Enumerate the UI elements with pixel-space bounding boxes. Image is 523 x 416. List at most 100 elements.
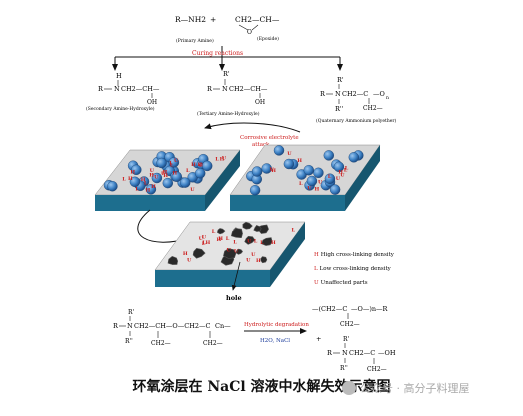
amine-formula: R—NH2 bbox=[175, 15, 206, 24]
density-marker: U bbox=[190, 187, 195, 193]
ter-r: R bbox=[207, 85, 213, 93]
ter-label: (Tertiary Amine-Hydroxyle) bbox=[197, 110, 260, 117]
density-marker: U bbox=[307, 185, 312, 191]
amine-label: (Primary Amine) bbox=[176, 37, 214, 44]
bottom-left-r: R bbox=[113, 322, 119, 330]
density-marker: U bbox=[222, 156, 227, 162]
bottom-right-plus: + bbox=[316, 335, 321, 343]
legend-key-unaffected: U bbox=[314, 280, 319, 286]
ter-oh: OH bbox=[255, 99, 265, 106]
epoxide-ring-left bbox=[238, 24, 249, 31]
legend-text-low: Low cross-linking density bbox=[320, 266, 392, 272]
product-secondary: H R N CH2—CH— OH (Secondary Amine-Hydrox… bbox=[86, 72, 160, 112]
density-marker: L bbox=[254, 239, 258, 245]
product-quaternary: R' R N CH2—C —O n R'' CH2— (Quaternary A… bbox=[316, 76, 397, 124]
plus-sign: + bbox=[210, 15, 216, 24]
quat-r1: R' bbox=[337, 76, 344, 84]
density-marker: U bbox=[202, 234, 207, 240]
bottom-left-r1: R' bbox=[128, 309, 135, 316]
density-marker: H bbox=[256, 258, 261, 264]
polymer-sphere bbox=[129, 176, 141, 188]
density-marker: L bbox=[212, 229, 216, 235]
density-marker: H bbox=[218, 236, 223, 242]
density-marker: U bbox=[199, 163, 204, 169]
watermark-text: 公众号 · 高分子料理屋 bbox=[360, 382, 470, 395]
density-marker: L bbox=[202, 241, 206, 247]
degradation-hole bbox=[223, 248, 237, 259]
density-marker: U bbox=[227, 247, 232, 253]
panel-left-side-face bbox=[205, 150, 240, 211]
degradation-hole bbox=[244, 235, 256, 245]
product-tertiary: R' R N CH2—CH— OH (Tertiary Amine-Hydrox… bbox=[197, 70, 268, 117]
density-marker: H bbox=[163, 173, 168, 179]
density-marker: U bbox=[199, 236, 204, 242]
polymer-sphere bbox=[313, 167, 324, 179]
polymer-sphere bbox=[194, 168, 206, 179]
sec-n: N bbox=[114, 85, 120, 93]
density-marker: U bbox=[187, 258, 192, 264]
quat-o: —O bbox=[373, 90, 385, 98]
attack-arrow bbox=[204, 122, 301, 133]
fragment-structure: —(CH2—C —O—)n—R CH2— bbox=[312, 305, 389, 328]
bottom-reactant: R' R N CH2—CH—O—CH2—C Cn— R'' CH2— CH2— bbox=[113, 309, 231, 347]
attack-label-line2: attack bbox=[252, 142, 270, 148]
panel-left-front-face bbox=[95, 195, 205, 211]
density-marker: H bbox=[128, 176, 133, 182]
polymer-sphere bbox=[283, 158, 295, 170]
density-marker: U bbox=[174, 158, 179, 164]
degradation-hole bbox=[261, 237, 273, 246]
bottom-right-chain: CH2—C bbox=[349, 349, 375, 357]
quat-ch2: CH2— bbox=[363, 105, 383, 112]
density-marker: L bbox=[292, 227, 296, 233]
density-marker: H bbox=[151, 184, 156, 190]
epoxide-label: (Epoxide) bbox=[257, 35, 279, 42]
polymer-sphere bbox=[323, 150, 334, 161]
density-marker: L bbox=[170, 162, 174, 168]
polymer-sphere bbox=[273, 145, 285, 156]
degradation-hole bbox=[253, 225, 262, 232]
density-marker: L bbox=[135, 187, 139, 193]
polymer-sphere bbox=[303, 164, 314, 176]
bottom-right-r1: R' bbox=[343, 336, 350, 343]
quat-r2: R'' bbox=[335, 105, 344, 113]
polymer-sphere bbox=[156, 157, 167, 169]
density-marker: L bbox=[260, 240, 264, 246]
bottom-left-r2: R'' bbox=[125, 338, 133, 345]
legend-key-high: H bbox=[314, 252, 319, 258]
sec-label: (Secondary Amine-Hydroxyle) bbox=[86, 105, 155, 112]
hydrolysis-label: Hydrolytic degradation bbox=[244, 322, 309, 328]
polymer-sphere bbox=[162, 177, 174, 189]
degradation-hole bbox=[216, 228, 226, 235]
panel-left-spheres bbox=[103, 151, 213, 195]
density-marker: H bbox=[172, 171, 177, 177]
epoxide-ring-right bbox=[251, 24, 259, 31]
density-marker: U bbox=[336, 176, 341, 182]
polymer-sphere bbox=[249, 184, 261, 196]
density-marker: H bbox=[146, 188, 151, 194]
curing-branches bbox=[112, 46, 343, 71]
degradation-hole bbox=[230, 228, 243, 239]
bottom-right-n: N bbox=[342, 349, 348, 357]
polymer-sphere bbox=[201, 160, 213, 172]
ter-n: N bbox=[222, 85, 228, 93]
density-marker: U bbox=[161, 171, 166, 177]
bottom-right-r: R bbox=[327, 349, 333, 357]
bottom-right-r2: R'' bbox=[340, 365, 348, 372]
density-marker: L bbox=[344, 168, 348, 174]
degradation-hole bbox=[260, 256, 268, 264]
panel-right-front-face bbox=[230, 195, 345, 211]
density-marker: L bbox=[299, 181, 303, 187]
density-marker: U bbox=[287, 151, 292, 157]
ter-chain: CH2—CH— bbox=[229, 85, 268, 93]
density-marker: H bbox=[217, 237, 222, 243]
polymer-sphere bbox=[131, 164, 142, 176]
polymer-sphere bbox=[145, 184, 157, 195]
quat-chain: CH2—C bbox=[342, 90, 368, 98]
quat-r: R bbox=[320, 90, 326, 98]
bottom-left-n: N bbox=[127, 322, 133, 330]
density-marker: H bbox=[315, 186, 320, 192]
